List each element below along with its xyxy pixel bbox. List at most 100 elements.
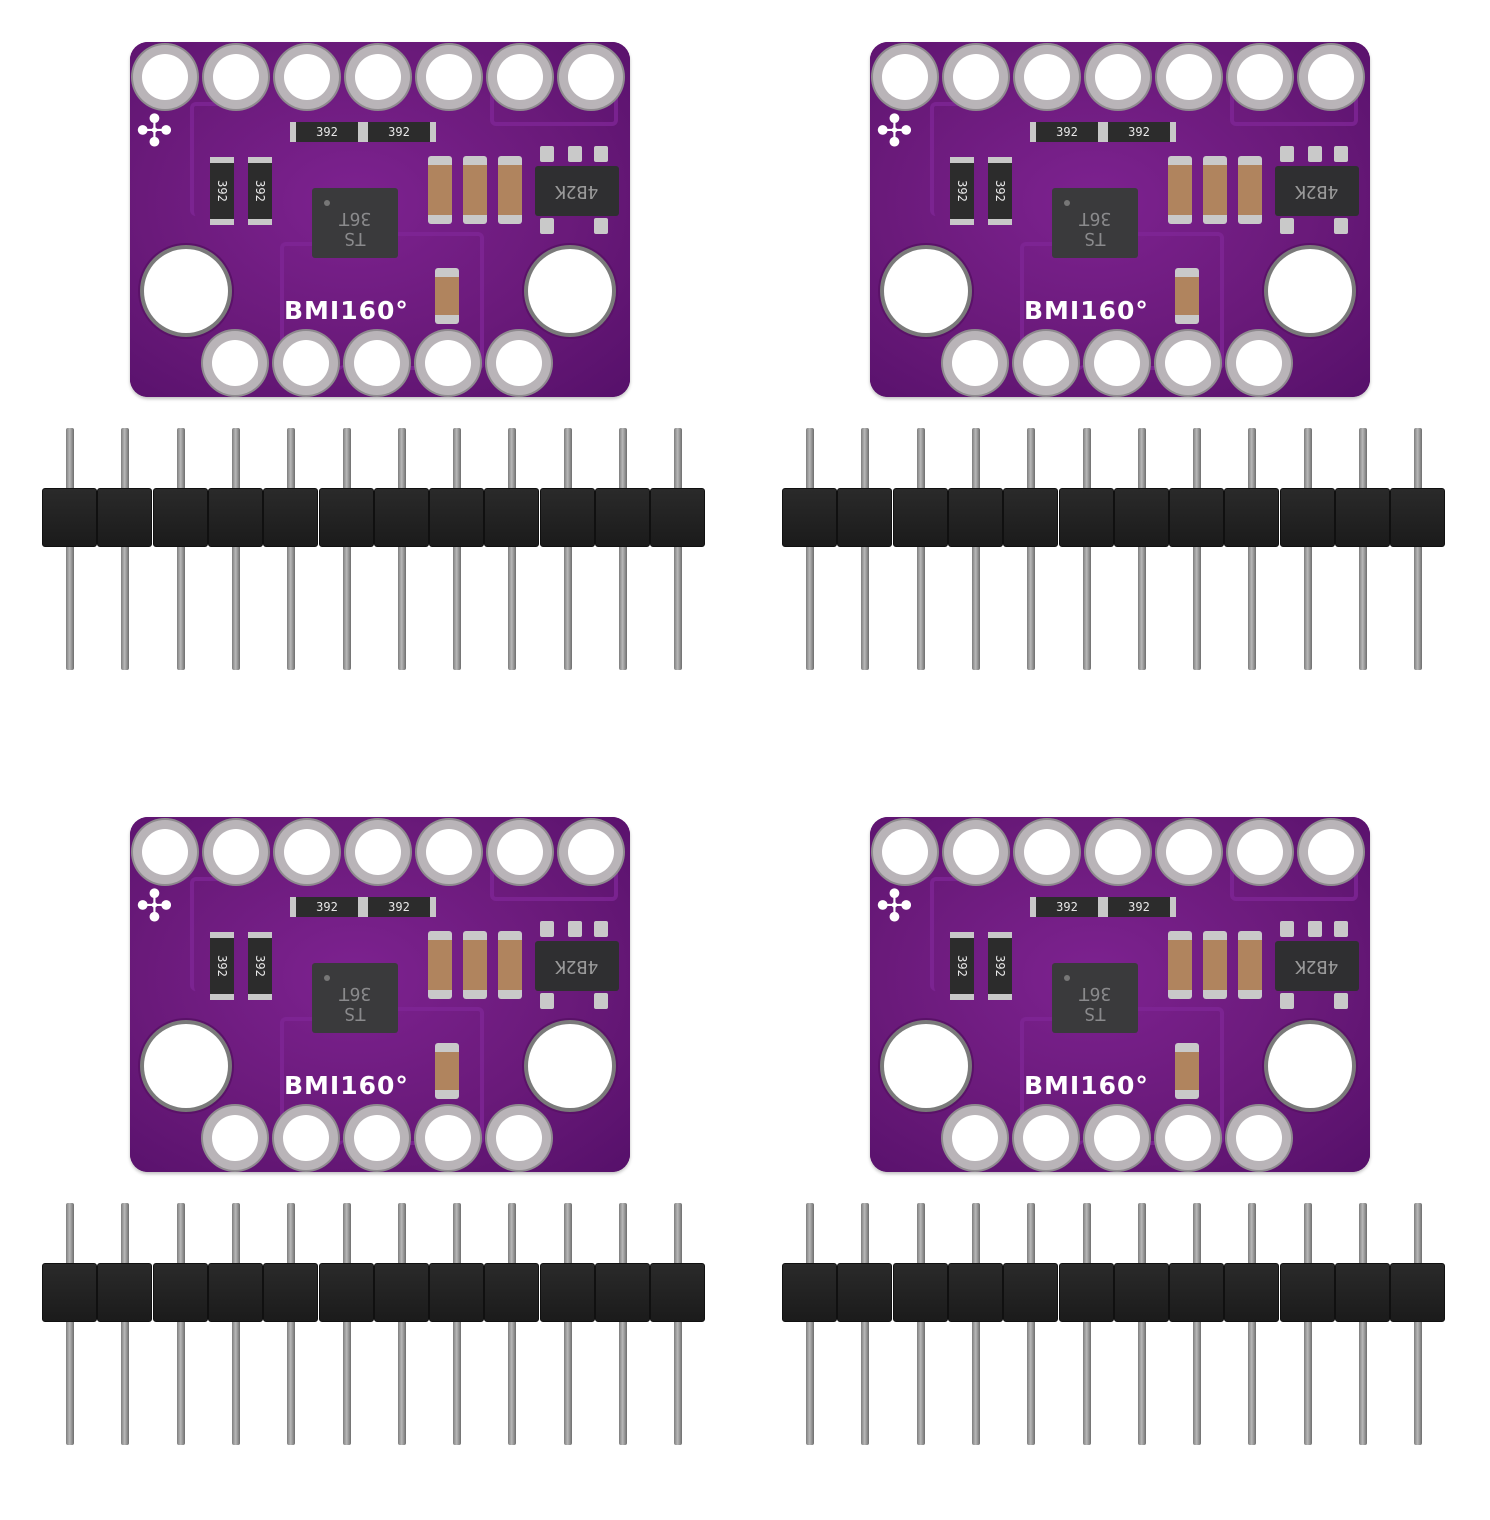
regulator-pin [594, 921, 608, 937]
voltage-regulator: 4B2K [535, 941, 619, 991]
solder-pad [212, 340, 258, 386]
solder-pad [952, 1115, 998, 1161]
solder-pad [496, 340, 542, 386]
header-housing [1390, 1263, 1446, 1322]
header-housing [892, 488, 948, 547]
board-label: BMI160° [1024, 296, 1149, 325]
pin1-dot [324, 975, 330, 981]
resistor: 392 [988, 932, 1012, 1000]
bmi160-board: ✣ 392 392 392 392 TS 36T 4B2K BMI160° [870, 817, 1370, 1172]
resistor: 392 [1102, 122, 1176, 142]
header-housing [1113, 488, 1169, 547]
regulator-pin [594, 218, 608, 234]
resistor: 392 [248, 932, 272, 1000]
capacitor [435, 1043, 459, 1099]
header-pin [1082, 1203, 1091, 1445]
header-pin [508, 1203, 517, 1445]
regulator-pin [568, 146, 582, 162]
resistor: 392 [248, 157, 272, 225]
header-housing [539, 1263, 595, 1322]
header-housing [1224, 1263, 1280, 1322]
pin1-dot [1064, 975, 1070, 981]
regulator-pin [540, 146, 554, 162]
regulator-pin [1334, 993, 1348, 1009]
mounting-hole [884, 249, 968, 333]
header-pin [1303, 1203, 1312, 1445]
header-pin [1248, 428, 1257, 670]
solder-pad [497, 829, 543, 875]
voltage-regulator: 4B2K [1275, 941, 1359, 991]
header-housing [1335, 488, 1390, 547]
board-label: BMI160° [284, 296, 409, 325]
solder-pad [953, 54, 999, 100]
resistor: 392 [950, 932, 974, 1000]
header-pin [619, 428, 627, 670]
solder-pad [568, 54, 614, 100]
header-pin [453, 1203, 462, 1445]
header-housing [1113, 1263, 1169, 1322]
solder-pad [284, 829, 330, 875]
solder-pad [882, 54, 928, 100]
header-pin [916, 1203, 925, 1445]
solder-pad [1024, 829, 1070, 875]
header-pin [861, 428, 870, 670]
header-housing [429, 1263, 485, 1322]
mounting-hole [528, 1024, 612, 1108]
header-pin [397, 1203, 406, 1445]
solder-pad [952, 340, 998, 386]
header-pin [342, 428, 351, 670]
bmi160-kit-top-left: ✣ 392 392 392 392 TS 36T 4B2K BMI160° [0, 0, 745, 745]
capacitor [463, 931, 487, 999]
mounting-hole [528, 249, 612, 333]
solder-pad [142, 54, 188, 100]
header-housing [1058, 1263, 1114, 1322]
header-pin [342, 1203, 351, 1445]
header-housing [1390, 488, 1446, 547]
solder-pad [496, 1115, 542, 1161]
capacitor [463, 156, 487, 224]
header-pin [176, 428, 185, 670]
header-housing [782, 1263, 837, 1322]
header-housing [1003, 488, 1059, 547]
header-pin [1137, 428, 1146, 670]
header-housing [1169, 488, 1225, 547]
header-pin [121, 428, 130, 670]
solder-pad [1166, 54, 1212, 100]
regulator-pin [568, 921, 582, 937]
board-label: BMI160° [1024, 1071, 1149, 1100]
header-pin [806, 1203, 814, 1445]
header-pin [1193, 1203, 1202, 1445]
header-pin [619, 1203, 627, 1445]
header-housing [837, 488, 893, 547]
header-pin [66, 428, 74, 670]
bmi160-sensor-chip: TS 36T [312, 963, 398, 1033]
solder-pad [284, 54, 330, 100]
solder-pad [213, 829, 259, 875]
header-pin [971, 1203, 980, 1445]
capacitor [435, 268, 459, 324]
header-housing [947, 488, 1003, 547]
solder-pad [354, 340, 400, 386]
solder-pad [425, 340, 471, 386]
header-pin [453, 428, 462, 670]
header-housing [97, 488, 153, 547]
mounting-hole [1268, 1024, 1352, 1108]
capacitor [1203, 156, 1227, 224]
regulator-pin [1334, 218, 1348, 234]
header-housing [263, 1263, 319, 1322]
bmi160-sensor-chip: TS 36T [1052, 963, 1138, 1033]
resistor: 392 [210, 932, 234, 1000]
header-housing [207, 1263, 263, 1322]
xyz-axes-icon: ✣ [136, 106, 173, 157]
header-housing [1003, 1263, 1059, 1322]
header-pin [397, 428, 406, 670]
header-housing [373, 488, 429, 547]
header-housing [152, 488, 208, 547]
solder-pad [355, 54, 401, 100]
header-pin [1414, 1203, 1423, 1445]
header-housing [1279, 488, 1335, 547]
header-pin [176, 1203, 185, 1445]
pin-header-strip [42, 1203, 706, 1445]
header-pin [1248, 1203, 1257, 1445]
resistor: 392 [210, 157, 234, 225]
